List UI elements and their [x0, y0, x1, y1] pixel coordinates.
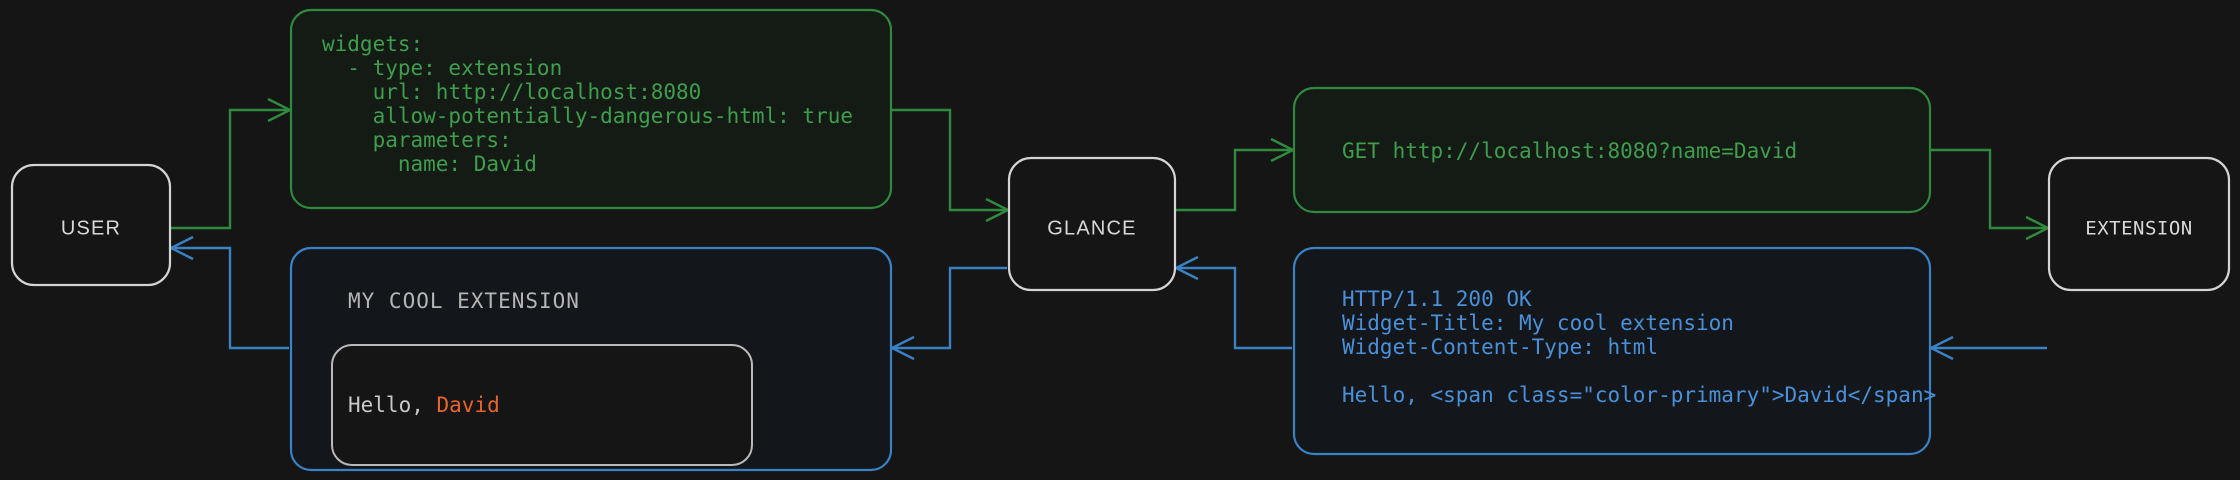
node-glance[interactable]: GLANCE [1007, 156, 1177, 292]
rendered-widget-card [331, 344, 753, 466]
flow-widget-to-user [168, 235, 289, 350]
config-line-0: widgets: [322, 32, 423, 56]
http-response-line-0: HTTP/1.1 200 OK [1342, 287, 1532, 311]
rendered-widget-body-prefix: Hello, [348, 393, 437, 417]
flow-glance-to-widget [889, 266, 1007, 361]
node-extension-box[interactable] [2047, 156, 2231, 292]
panel-http-request[interactable]: GET http://localhost:8080?name=David [1292, 86, 1932, 214]
node-user-label: USER [61, 217, 121, 239]
panel-config-box[interactable] [289, 8, 893, 210]
panel-config[interactable]: widgets: - type: extension url: http://l… [289, 8, 893, 210]
http-response-line-4: Hello, <span class="color-primary">David… [1342, 383, 1936, 407]
panel-http-response[interactable]: HTTP/1.1 200 OK Widget-Title: My cool ex… [1292, 246, 1936, 456]
http-request-line-0: GET http://localhost:8080?name=David [1342, 139, 1797, 163]
rendered-widget-title: MY COOL EXTENSION [348, 289, 580, 313]
flow-response-to-glance [1173, 255, 1292, 350]
flow-request-to-extension [1930, 148, 2051, 241]
rendered-widget-body: Hello, David [348, 393, 500, 417]
node-extension[interactable]: EXTENSION [2047, 156, 2231, 292]
config-line-1: - type: extension [322, 56, 562, 80]
config-line-5: name: David [322, 152, 537, 176]
http-response-line-1: Widget-Title: My cool extension [1342, 311, 1734, 335]
flow-config-to-glance [891, 108, 1011, 223]
node-glance-box[interactable] [1007, 156, 1177, 292]
rendered-widget-body-accent: David [437, 393, 500, 417]
flow-user-to-config [170, 97, 293, 230]
config-line-4: parameters: [322, 128, 512, 152]
flow-extension-to-response [1928, 335, 2047, 361]
panel-http-request-box[interactable] [1292, 86, 1932, 214]
flow-glance-to-request [1175, 137, 1296, 212]
node-glance-label: GLANCE [1047, 217, 1136, 239]
node-user[interactable]: USER [10, 163, 172, 287]
http-response-line-2: Widget-Content-Type: html [1342, 335, 1658, 359]
node-user-box[interactable] [10, 163, 172, 287]
node-extension-label: EXTENSION [2085, 218, 2192, 240]
panel-rendered-widget[interactable]: MY COOL EXTENSION Hello, David [289, 246, 893, 472]
config-line-2: url: http://localhost:8080 [322, 80, 701, 104]
panel-http-response-box[interactable] [1292, 246, 1932, 456]
config-line-3: allow-potentially-dangerous-html: true [322, 104, 853, 128]
